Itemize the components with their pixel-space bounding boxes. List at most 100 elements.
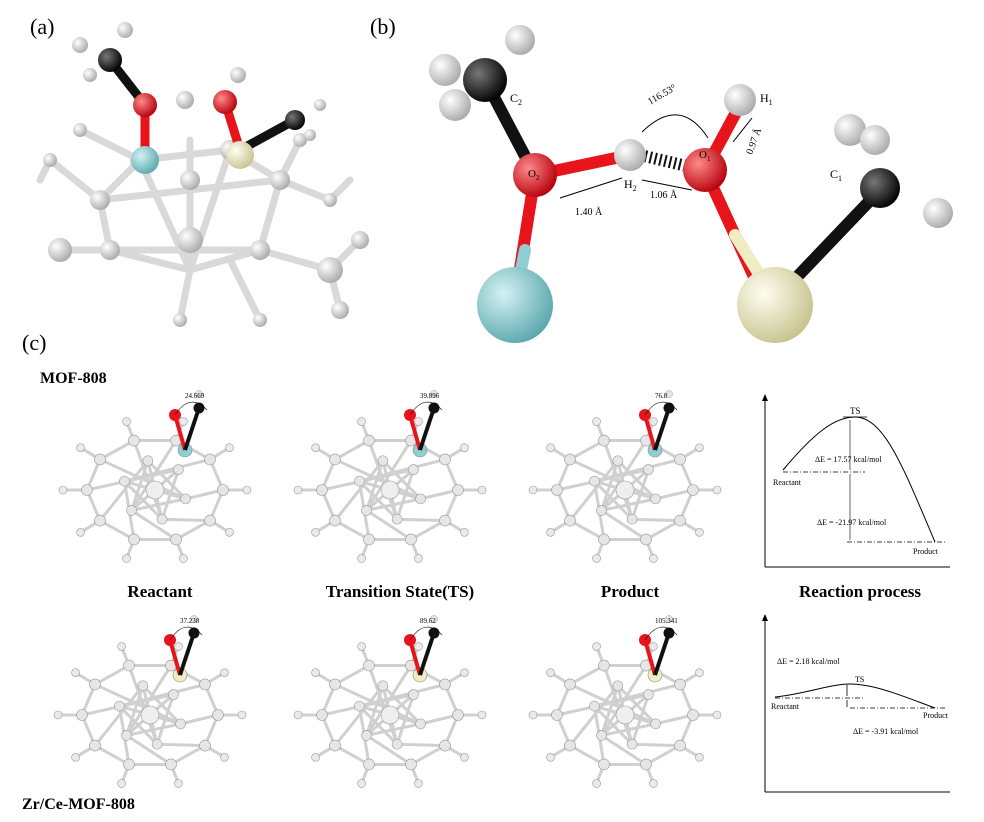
cluster-atom — [199, 678, 211, 691]
cluster-h-atom — [225, 528, 234, 537]
cluster-h-atom — [414, 642, 423, 651]
cluster-core-atom — [140, 705, 160, 725]
cluster-core-atom — [380, 705, 400, 725]
cluster-h-atom — [649, 779, 658, 788]
cluster-atom — [128, 434, 140, 447]
cluster-atom — [564, 739, 576, 752]
cluster-h-atom — [179, 417, 188, 426]
carbon-atom — [193, 402, 205, 414]
cluster-atom — [551, 709, 563, 721]
cluster-atom — [551, 484, 563, 496]
svg-text:O2: O2 — [528, 168, 540, 182]
cluster-atom — [452, 709, 464, 721]
cluster-h-atom — [311, 443, 320, 452]
cluster-h-atom — [546, 528, 555, 537]
cluster-atom — [354, 700, 365, 712]
cluster-atom — [81, 484, 93, 496]
energy2-ts: TS — [855, 675, 864, 684]
carbon-atom — [428, 627, 440, 639]
energy-profile-mof808: TS Reactant Product ΔE = 17.57 kcal/mol … — [762, 394, 950, 568]
cluster-atom — [405, 533, 417, 546]
cluster-atom — [170, 533, 182, 546]
angle-arc — [169, 626, 203, 641]
cluster-atom — [612, 680, 624, 692]
svg-text:H1: H1 — [760, 91, 773, 107]
cluster-h-atom — [117, 642, 126, 651]
cluster-atom — [598, 758, 610, 771]
cluster-atom — [89, 739, 101, 752]
cluster-atom — [687, 709, 699, 721]
angle-label: 89.62 — [420, 617, 436, 625]
cluster-atom — [439, 739, 451, 752]
cluster-h-atom — [546, 668, 555, 677]
angle-label: 76.8 — [655, 392, 668, 400]
cluster-h-atom — [414, 779, 423, 788]
cluster-h-atom — [414, 417, 423, 426]
cluster-atom — [589, 700, 600, 712]
cluster-h-atom — [712, 710, 722, 720]
cluster-h-atom — [414, 554, 423, 563]
cluster-atom — [674, 453, 686, 466]
cluster-h-atom — [592, 642, 601, 651]
cluster-h-atom — [528, 485, 538, 495]
carbon-atom — [663, 627, 675, 639]
caption-ts: Transition State(TS) — [325, 582, 475, 601]
cluster-atom — [204, 514, 216, 527]
cluster-h-atom — [357, 779, 366, 788]
cluster-atom — [363, 758, 375, 771]
cluster-atom — [377, 680, 389, 692]
cluster-atom — [361, 505, 372, 516]
cluster-atom — [329, 514, 341, 527]
cluster-atom — [612, 455, 624, 467]
cluster-mof-reactant: 24.669 — [58, 390, 252, 563]
energy1-product: Product — [913, 547, 939, 556]
caption-reactant: Reactant — [127, 582, 193, 601]
cluster-core-atom — [380, 480, 400, 500]
cluster-h-atom — [53, 710, 63, 720]
cluster-h-atom — [357, 417, 366, 426]
carbon-atom — [663, 402, 675, 414]
h-atom — [665, 390, 673, 398]
cluster-h-atom — [71, 753, 80, 762]
cluster-atom — [354, 475, 365, 487]
cluster-h-atom — [179, 554, 188, 563]
cluster-atom — [391, 513, 403, 525]
cluster-atom — [564, 678, 576, 691]
cluster-h-atom — [712, 485, 722, 495]
cluster-h-atom — [477, 485, 487, 495]
angle-arc — [174, 401, 208, 416]
cluster-atom — [598, 533, 610, 546]
cluster-atom — [439, 514, 451, 527]
cluster-core-atom — [615, 480, 635, 500]
cluster-atom — [363, 533, 375, 546]
cluster-h-atom — [649, 417, 658, 426]
cluster-core-atom — [145, 480, 165, 500]
cluster-atom — [114, 700, 125, 712]
carbon-atom — [428, 402, 440, 414]
caption-product: Product — [600, 582, 660, 601]
cluster-atom — [212, 709, 224, 721]
cluster-h-atom — [695, 528, 704, 537]
cluster-atom — [643, 464, 654, 475]
angle-label: 24.669 — [185, 392, 205, 400]
cluster-zr-ts: 89.62 — [293, 615, 487, 788]
energy1-de2: ΔE = -21.97 kcal/mol — [817, 518, 887, 527]
angle-measure: 116.53° — [646, 83, 678, 108]
cluster-atom — [329, 453, 341, 466]
energy2-de2: ΔE = -3.91 kcal/mol — [853, 727, 919, 736]
cluster-h-atom — [71, 668, 80, 677]
atom-h1-label: H — [760, 91, 769, 105]
cluster-atom — [316, 709, 328, 721]
cluster-atom — [361, 730, 372, 741]
cluster-atom — [674, 514, 686, 527]
cluster-h-atom — [220, 668, 229, 677]
angle-label: 37.238 — [180, 617, 200, 625]
svg-text:C2: C2 — [510, 91, 522, 107]
cluster-atom — [415, 718, 426, 730]
cluster-h-atom — [174, 779, 183, 788]
cluster-atom — [391, 738, 403, 750]
cluster-h-atom — [649, 554, 658, 563]
cluster-h-atom — [311, 528, 320, 537]
atom-c2-label: C — [510, 91, 518, 105]
panel-label-a: (a) — [30, 14, 55, 39]
